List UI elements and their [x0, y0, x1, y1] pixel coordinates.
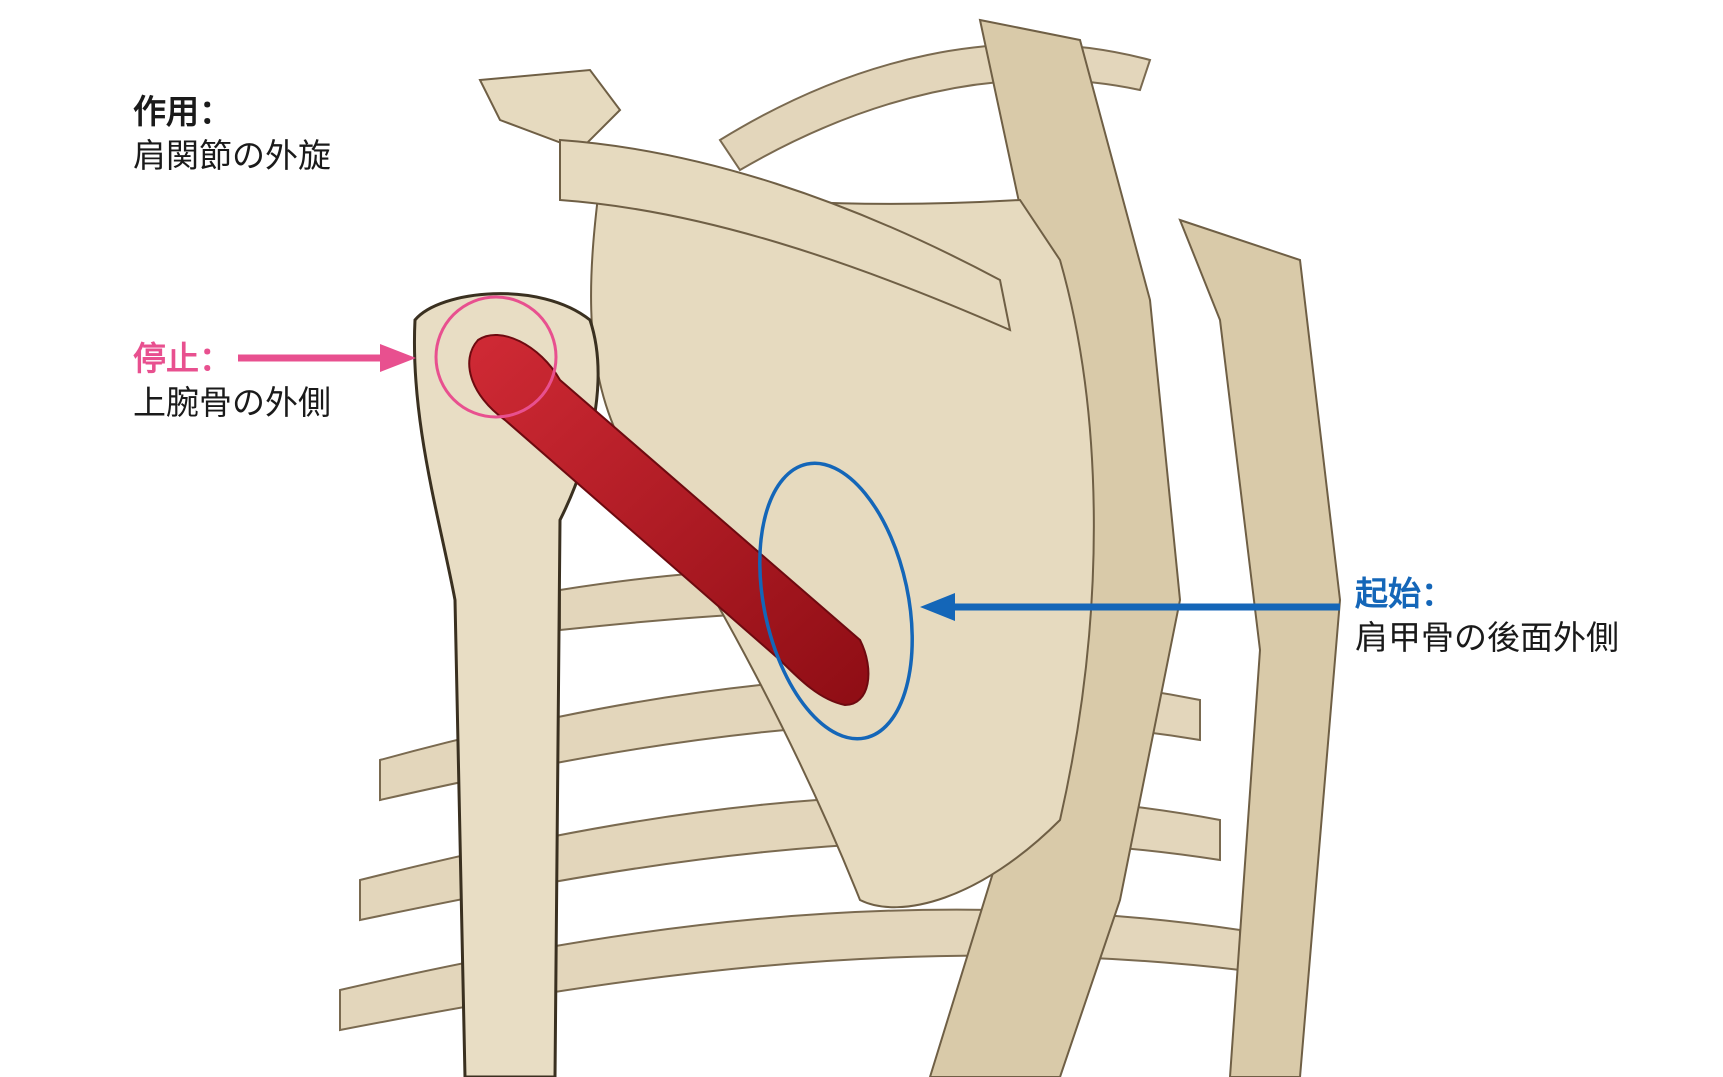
insertion-text: 上腕骨の外側 [133, 383, 331, 422]
scapula [478, 68, 1095, 909]
insertion-label: 停止： 上腕骨の外側 [133, 337, 331, 425]
origin-ellipse [758, 461, 914, 741]
insertion-arrow [238, 344, 416, 372]
origin-heading: 起始： [1355, 574, 1454, 613]
action-heading: 作用： [133, 92, 232, 131]
action-label: 作用： 肩関節の外旋 [133, 90, 331, 178]
insertion-circle [434, 295, 558, 419]
origin-label: 起始： 肩甲骨の後面外側 [1355, 572, 1619, 660]
origin-text: 肩甲骨の後面外側 [1355, 618, 1619, 657]
infraspinatus-muscle [468, 334, 870, 707]
insertion-heading: 停止： [133, 339, 232, 378]
origin-arrow [920, 593, 1340, 621]
action-text: 肩関節の外旋 [133, 136, 331, 175]
